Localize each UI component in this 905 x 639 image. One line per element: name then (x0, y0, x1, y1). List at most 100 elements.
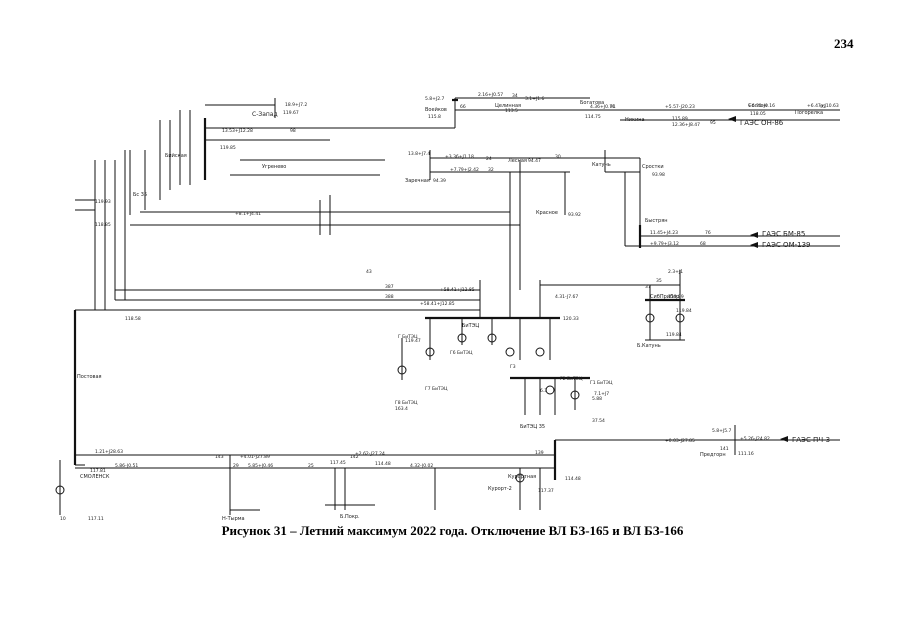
line-number-7: 24 (486, 156, 492, 162)
label-predgorn: Предгорн (700, 452, 726, 458)
flow-30: 118.58 (125, 316, 141, 322)
flow-33: 2.3+J1 (668, 269, 683, 275)
line-number-14: 43 (366, 269, 372, 275)
label-gaes-bm85: ГАЭС БМ-85 (762, 230, 805, 238)
flow-28: +58.41+J12.85 (420, 301, 455, 307)
generator-g8 (397, 365, 407, 375)
label-fs: Бс 35 (133, 192, 147, 198)
line-number-8: 30 (555, 154, 561, 160)
flow-44: 5.8+J5.7 (712, 428, 732, 434)
label-g7: Г7 БиТЭЦ (425, 386, 448, 392)
label-g2: Г2 БиТЭЦ (560, 376, 583, 382)
line-number-23: 10 (60, 516, 66, 522)
line-number-1: 98 (290, 128, 296, 134)
label-ugrenevo: Угренево (262, 164, 286, 170)
flow-14: 118.05 (750, 111, 766, 117)
line-number-19: 139 (535, 450, 544, 456)
flow-50: 111.16 (738, 451, 754, 457)
flow-52: 5.88 (592, 396, 602, 402)
label-bystryanka: Быстрян (645, 218, 668, 224)
flow-29: 119.47 (405, 338, 421, 344)
label-g8: Г8 БиТЭЦ (395, 400, 418, 406)
flow-32: 4.31-J7.67 (555, 294, 578, 300)
line-number-17: 25 (308, 463, 314, 469)
flow-6: 113.5 (505, 108, 518, 114)
generator-g4 (505, 347, 515, 357)
figure-caption: Рисунок 31 – Летний максимум 2022 года. … (221, 523, 684, 538)
generator-g5 (487, 333, 497, 343)
flow-43: +5.26-J24.82 (740, 436, 770, 442)
flow-49: 114.48 (565, 476, 581, 482)
label-celinnaya: Целинная (495, 103, 521, 109)
flow-12: 12.36+J8.47 (672, 122, 700, 128)
label-kurortnaya2: Курорт-2 (488, 486, 512, 492)
flow-11: +6.47+J10.63 (807, 103, 839, 109)
arrow-gaes-pch3 (780, 436, 788, 442)
flow-22: 94.39 (433, 178, 446, 184)
label-gaes-pch3: ГАЭС ПЧ-3 (792, 436, 830, 444)
flow-39: 5.85+J0.46 (248, 463, 273, 469)
label-katun: Катунь (592, 162, 611, 168)
flow-20: +7.79+J2.42 (450, 167, 479, 173)
flow-42: +0.03-J27.85 (665, 438, 695, 444)
flow-3: 5.8+J2.7 (425, 96, 445, 102)
transformer-sib1 (645, 313, 655, 323)
label-krasnoe: Красное (536, 210, 558, 216)
line-number-13: 388 (385, 294, 394, 300)
flow-4: 2.16+J0.57 (478, 92, 503, 98)
flow-38: 5.86-J0.51 (115, 463, 138, 469)
flow-10: +6.31-J0.16 (748, 103, 775, 109)
line-number-12: 387 (385, 284, 394, 290)
line-number-6: 91 (610, 104, 616, 110)
line-number-22: 37 (645, 284, 651, 290)
flow-23: 93.98 (652, 172, 665, 178)
arrow-gaes-on86 (728, 116, 736, 122)
line-number-10: 76 (705, 230, 711, 236)
label-sosny: Сростки (642, 164, 664, 170)
label-kurortnaya: Курортная (508, 474, 536, 480)
label-biyskaya: Бийская (165, 152, 187, 159)
flow-8: 4.36+J0.71 (590, 104, 615, 110)
flow-48: 117.45 (330, 460, 346, 466)
label-zarechnaya: Заречная (405, 178, 430, 184)
label-katun2: Б.Катунь (637, 343, 661, 349)
flow-5: 3.1+J1.6 (525, 96, 545, 102)
label-bi-tec: БиТЭЦ (462, 323, 479, 329)
flow-36: 1.21+J28.63 (95, 449, 123, 455)
line-number-20: 141 (720, 446, 729, 452)
label-lesnaya: Лесная (508, 158, 527, 164)
flow-53: 7.1+J7 (594, 391, 609, 397)
flow-40: +2.62-J27.24 (355, 451, 385, 457)
flow-57: 6.3 (540, 388, 547, 394)
flow-17: 119.85 (220, 145, 236, 151)
generator-g6 (457, 333, 467, 343)
flow-47: 114.48 (375, 461, 391, 467)
line-number-3: 66 (460, 104, 466, 110)
label-g-bitec: Г БиТЭЦ (398, 334, 418, 340)
flow-19: +3.36+J1.18 (445, 154, 474, 160)
flow-37: +4.01-J27.89 (240, 454, 270, 460)
flow-45: 117.81 (90, 468, 106, 474)
line-number-16: 29 (233, 463, 239, 469)
flow-51: 37.54 (592, 418, 605, 424)
label-sibpribor: СибПрибор (650, 294, 679, 300)
flow-24: 93.92 (568, 212, 581, 218)
label-gaes-on86: ГАЭС ОН-86 (740, 119, 784, 127)
label-bolsh: Б.Покр. (340, 514, 360, 520)
transformer-sib2 (675, 313, 685, 323)
label-voeikov: Воейков (425, 106, 447, 113)
flow-9: +5.57-J20.23 (665, 104, 695, 110)
transformer-kurort (515, 473, 525, 483)
flow-1: 18.9+J7.2 (285, 102, 307, 108)
generator-g7 (425, 347, 435, 357)
label-bogatova: Богатова (580, 100, 604, 106)
arrow-gaes-om139 (750, 242, 758, 248)
flow-55: 119.84 (676, 308, 692, 314)
flow-21: 94.47 (528, 158, 541, 164)
flow-54: 163.4 (395, 406, 408, 412)
transformer-smol (55, 485, 65, 495)
flow-16: 13.53+J12.28 (222, 128, 253, 134)
arrow-gaes-bm85 (750, 232, 758, 238)
flow-2: 119.67 (283, 110, 299, 116)
